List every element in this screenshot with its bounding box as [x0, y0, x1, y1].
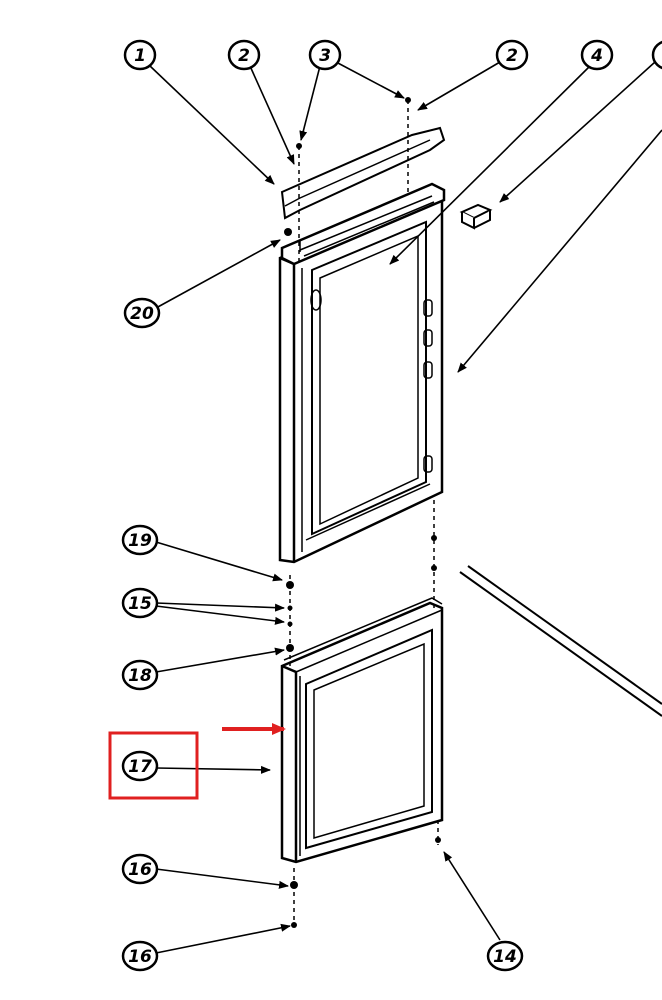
callout-label: 2 [506, 46, 518, 66]
callout-label: 20 [130, 304, 154, 324]
callout-label: 14 [493, 947, 517, 967]
callout-label: 17 [128, 757, 152, 777]
callout-15: 15 [121, 587, 159, 619]
callout-16b: 16 [121, 940, 159, 972]
callout-3: 3 [308, 39, 342, 71]
callout-19: 19 [121, 524, 159, 556]
callout-partial-right [651, 40, 662, 70]
callout-label: 4 [590, 46, 603, 66]
callout-17: 17 [121, 750, 159, 782]
callout-label: 3 [319, 46, 331, 66]
top-trim-part [280, 126, 446, 220]
callout-label: 1 [134, 46, 146, 66]
callout-label: 2 [238, 46, 250, 66]
upper-door [278, 182, 446, 564]
callout-14: 14 [486, 940, 524, 972]
callout-4: 4 [580, 39, 614, 71]
clip-part [459, 203, 493, 230]
leader-lines [149, 61, 662, 954]
callout-2b: 2 [495, 39, 529, 71]
callout-16: 16 [121, 853, 159, 885]
lower-door [280, 597, 444, 864]
callout-2a: 2 [227, 39, 261, 71]
callout-label: 16 [128, 947, 152, 967]
callout-1: 1 [123, 39, 157, 71]
callout-label: 19 [128, 531, 152, 551]
callout-label: 18 [128, 666, 152, 686]
door-gasket-strip [459, 565, 662, 717]
callout-label: 15 [128, 594, 152, 614]
callout-label: 16 [128, 860, 152, 880]
callout-18: 18 [121, 659, 159, 691]
callout-20: 20 [123, 297, 161, 329]
screw-hardware [284, 97, 441, 928]
highlight-box [108, 731, 199, 800]
